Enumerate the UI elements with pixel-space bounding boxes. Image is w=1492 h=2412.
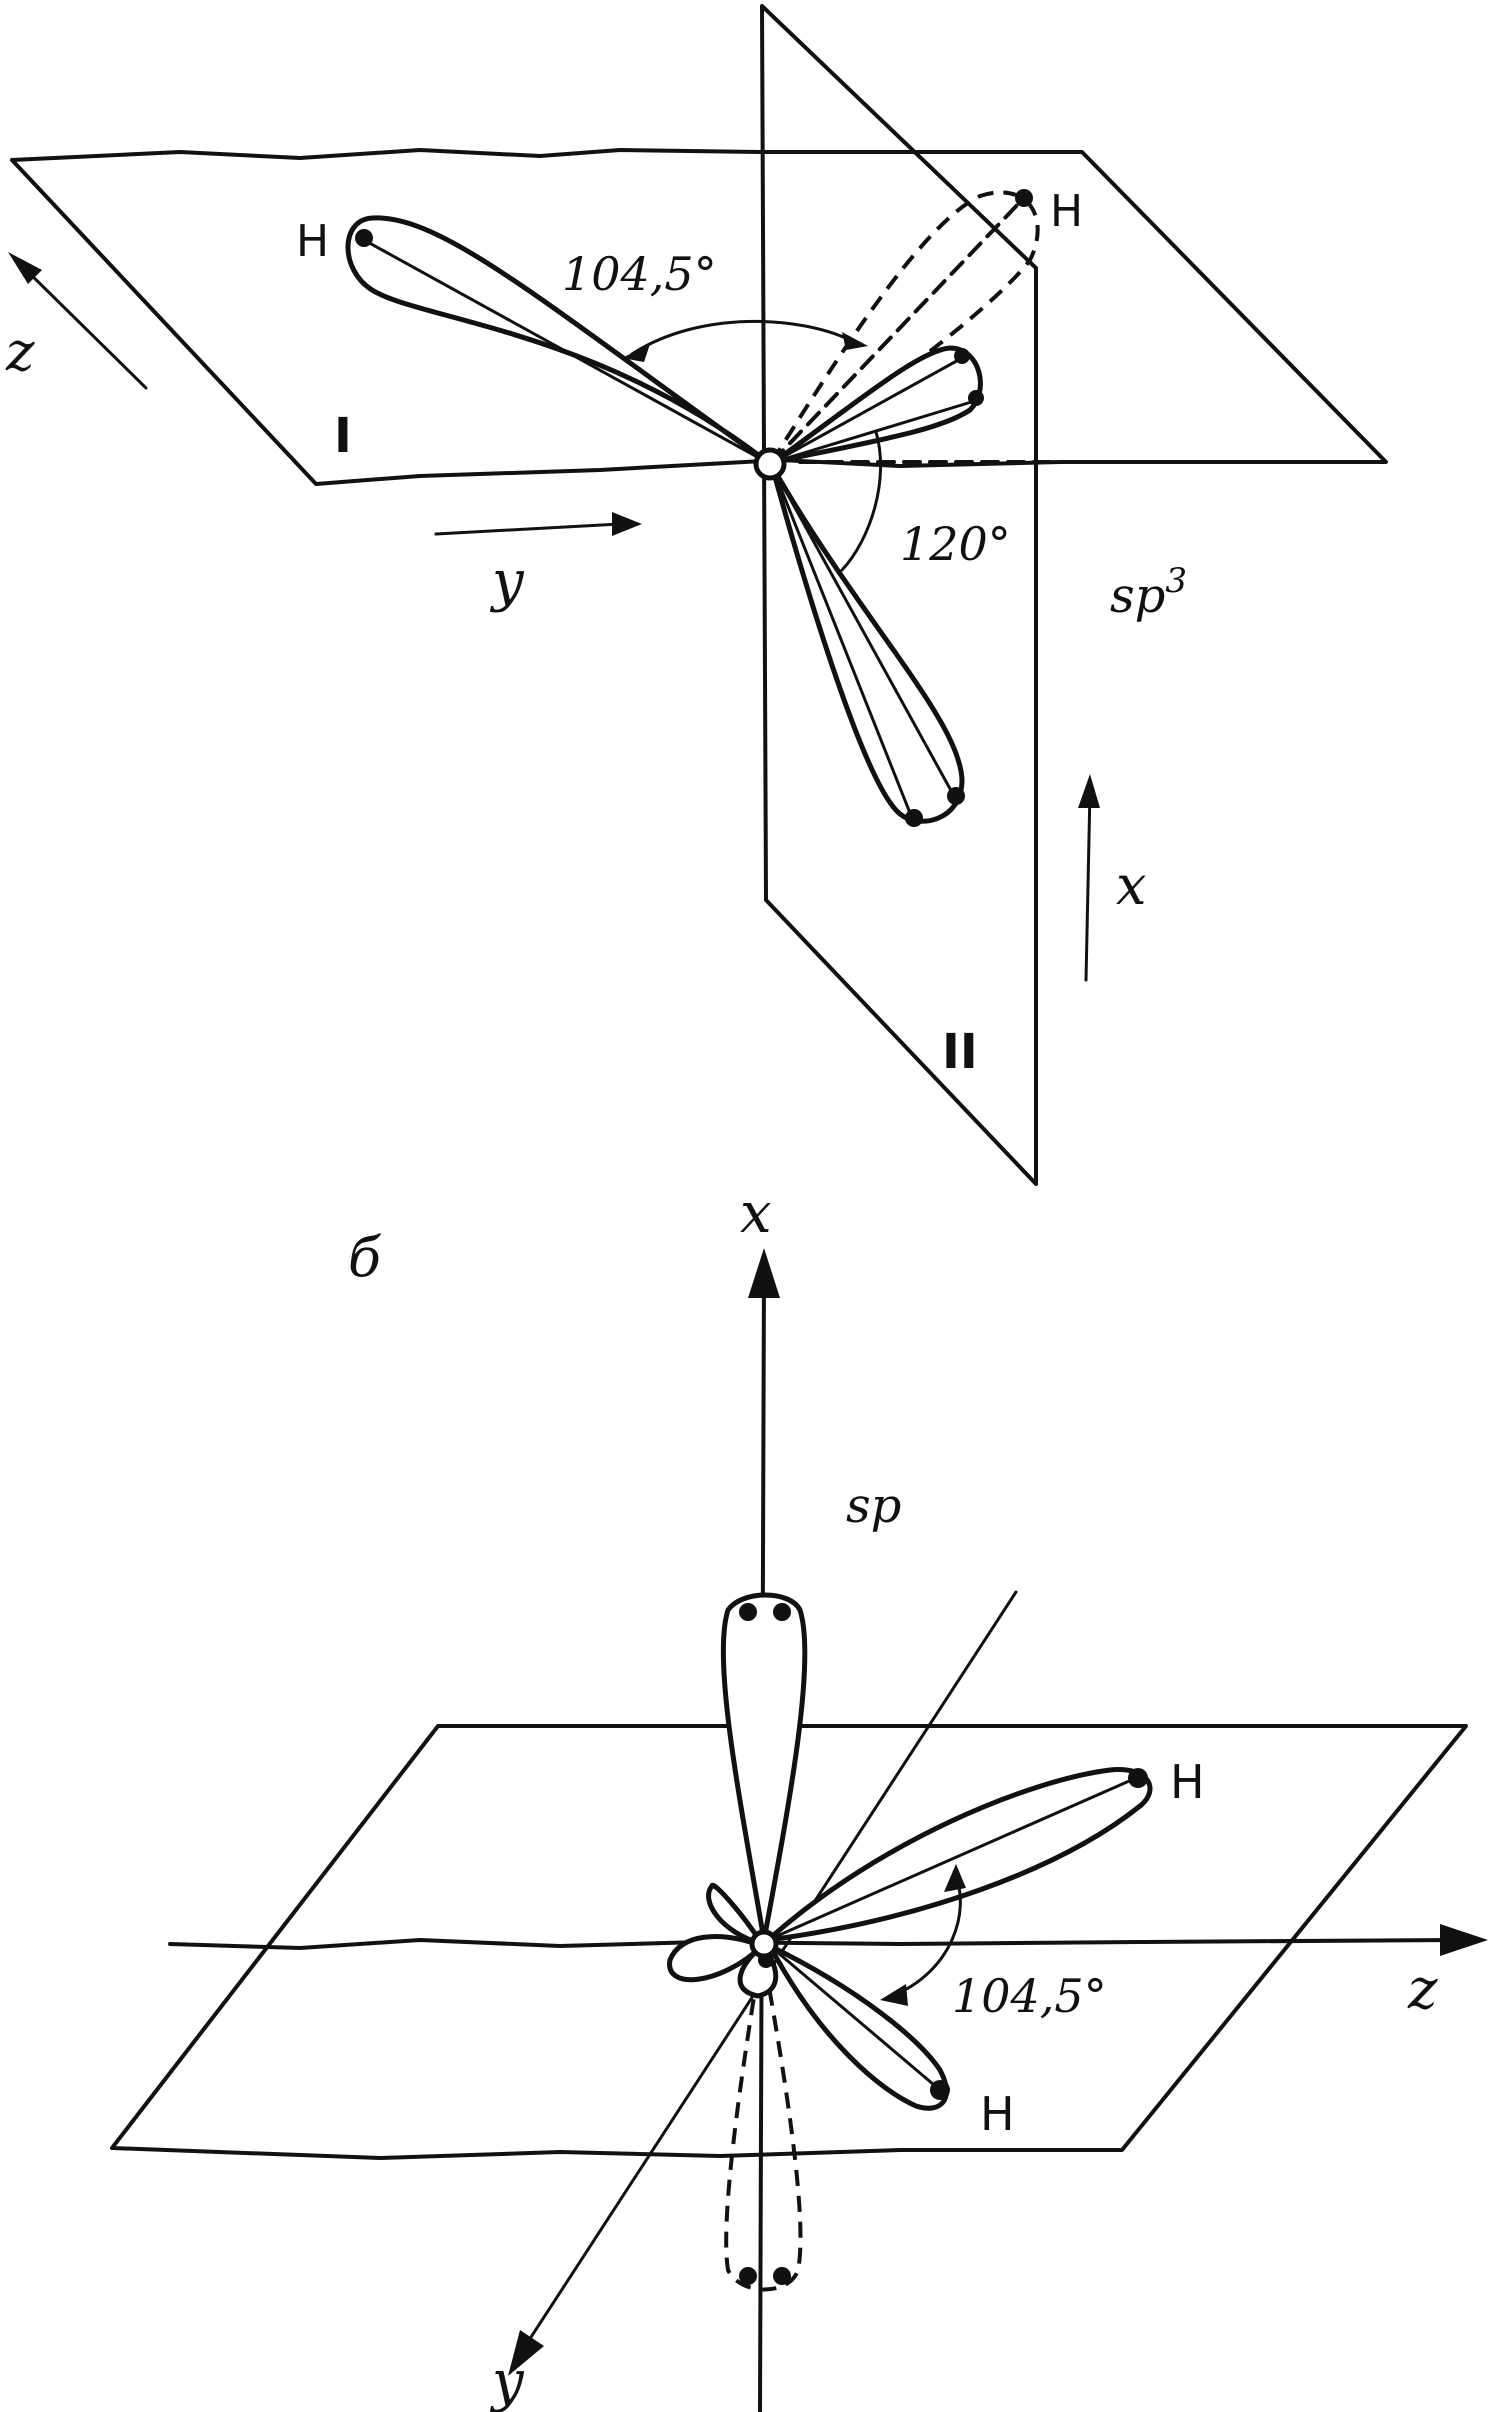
h-atom-lower-dot: [930, 2080, 950, 2100]
axis-label-z: z: [5, 320, 35, 383]
lone-pair-angle-label: 120°: [900, 517, 1011, 571]
oxygen-atom: [753, 447, 787, 481]
h-atom-right-dot: [1015, 189, 1033, 207]
z-axis-arrow: [8, 252, 148, 390]
plane-label-one: I: [334, 408, 352, 464]
bottom-hybridization-label: sp: [846, 1478, 901, 1534]
small-lobe-top: [706, 1882, 765, 1947]
atom-label-h-lower: H: [980, 2087, 1015, 2141]
h-atom-upper-dot: [1128, 1768, 1148, 1788]
sp3-panel: H H 104,5° 120° sp3 I II z y x: [5, 4, 1388, 1186]
axis-label-y: y: [489, 549, 525, 614]
bottom-bond-angle-label: 104,5°: [952, 1969, 1107, 2023]
panel-letter: б: [348, 1226, 382, 1289]
atom-label-h-right: H: [1050, 186, 1083, 237]
plane-one: [10, 148, 1388, 486]
lone-pair-lobe-down: [724, 1947, 803, 2292]
bottom-axis-label-z: z: [1407, 1957, 1438, 2022]
bond-angle-arc: [630, 320, 852, 356]
atom-label-h-left: H: [296, 216, 329, 267]
axis-label-x: x: [1116, 854, 1146, 917]
horizontal-plane: [110, 1724, 1468, 2160]
h-atom-left-dot: [355, 229, 373, 247]
sp-panel: б: [110, 1181, 1488, 2412]
z-axis: [168, 1924, 1488, 1956]
bond-lobe-lower: [767, 1943, 949, 2111]
small-lobe-left: [667, 1934, 765, 1983]
x-axis-arrow: [1078, 774, 1100, 982]
hybridization-label: sp3: [1110, 561, 1187, 624]
atom-label-h-upper: H: [1170, 1755, 1205, 1809]
plane-label-two: II: [942, 1024, 978, 1080]
plane-two: [760, 4, 1038, 1186]
lone-pair-lobe-up: [720, 1592, 808, 1943]
bond-angle-label: 104,5°: [562, 247, 717, 301]
oxygen-atom-bottom: [749, 1929, 779, 1959]
y-axis-arrow: [434, 512, 642, 536]
bottom-axis-label-x: x: [740, 1181, 772, 1246]
lone-pair-angle-arc: [840, 430, 883, 572]
bottom-axis-label-y: y: [489, 2349, 525, 2412]
